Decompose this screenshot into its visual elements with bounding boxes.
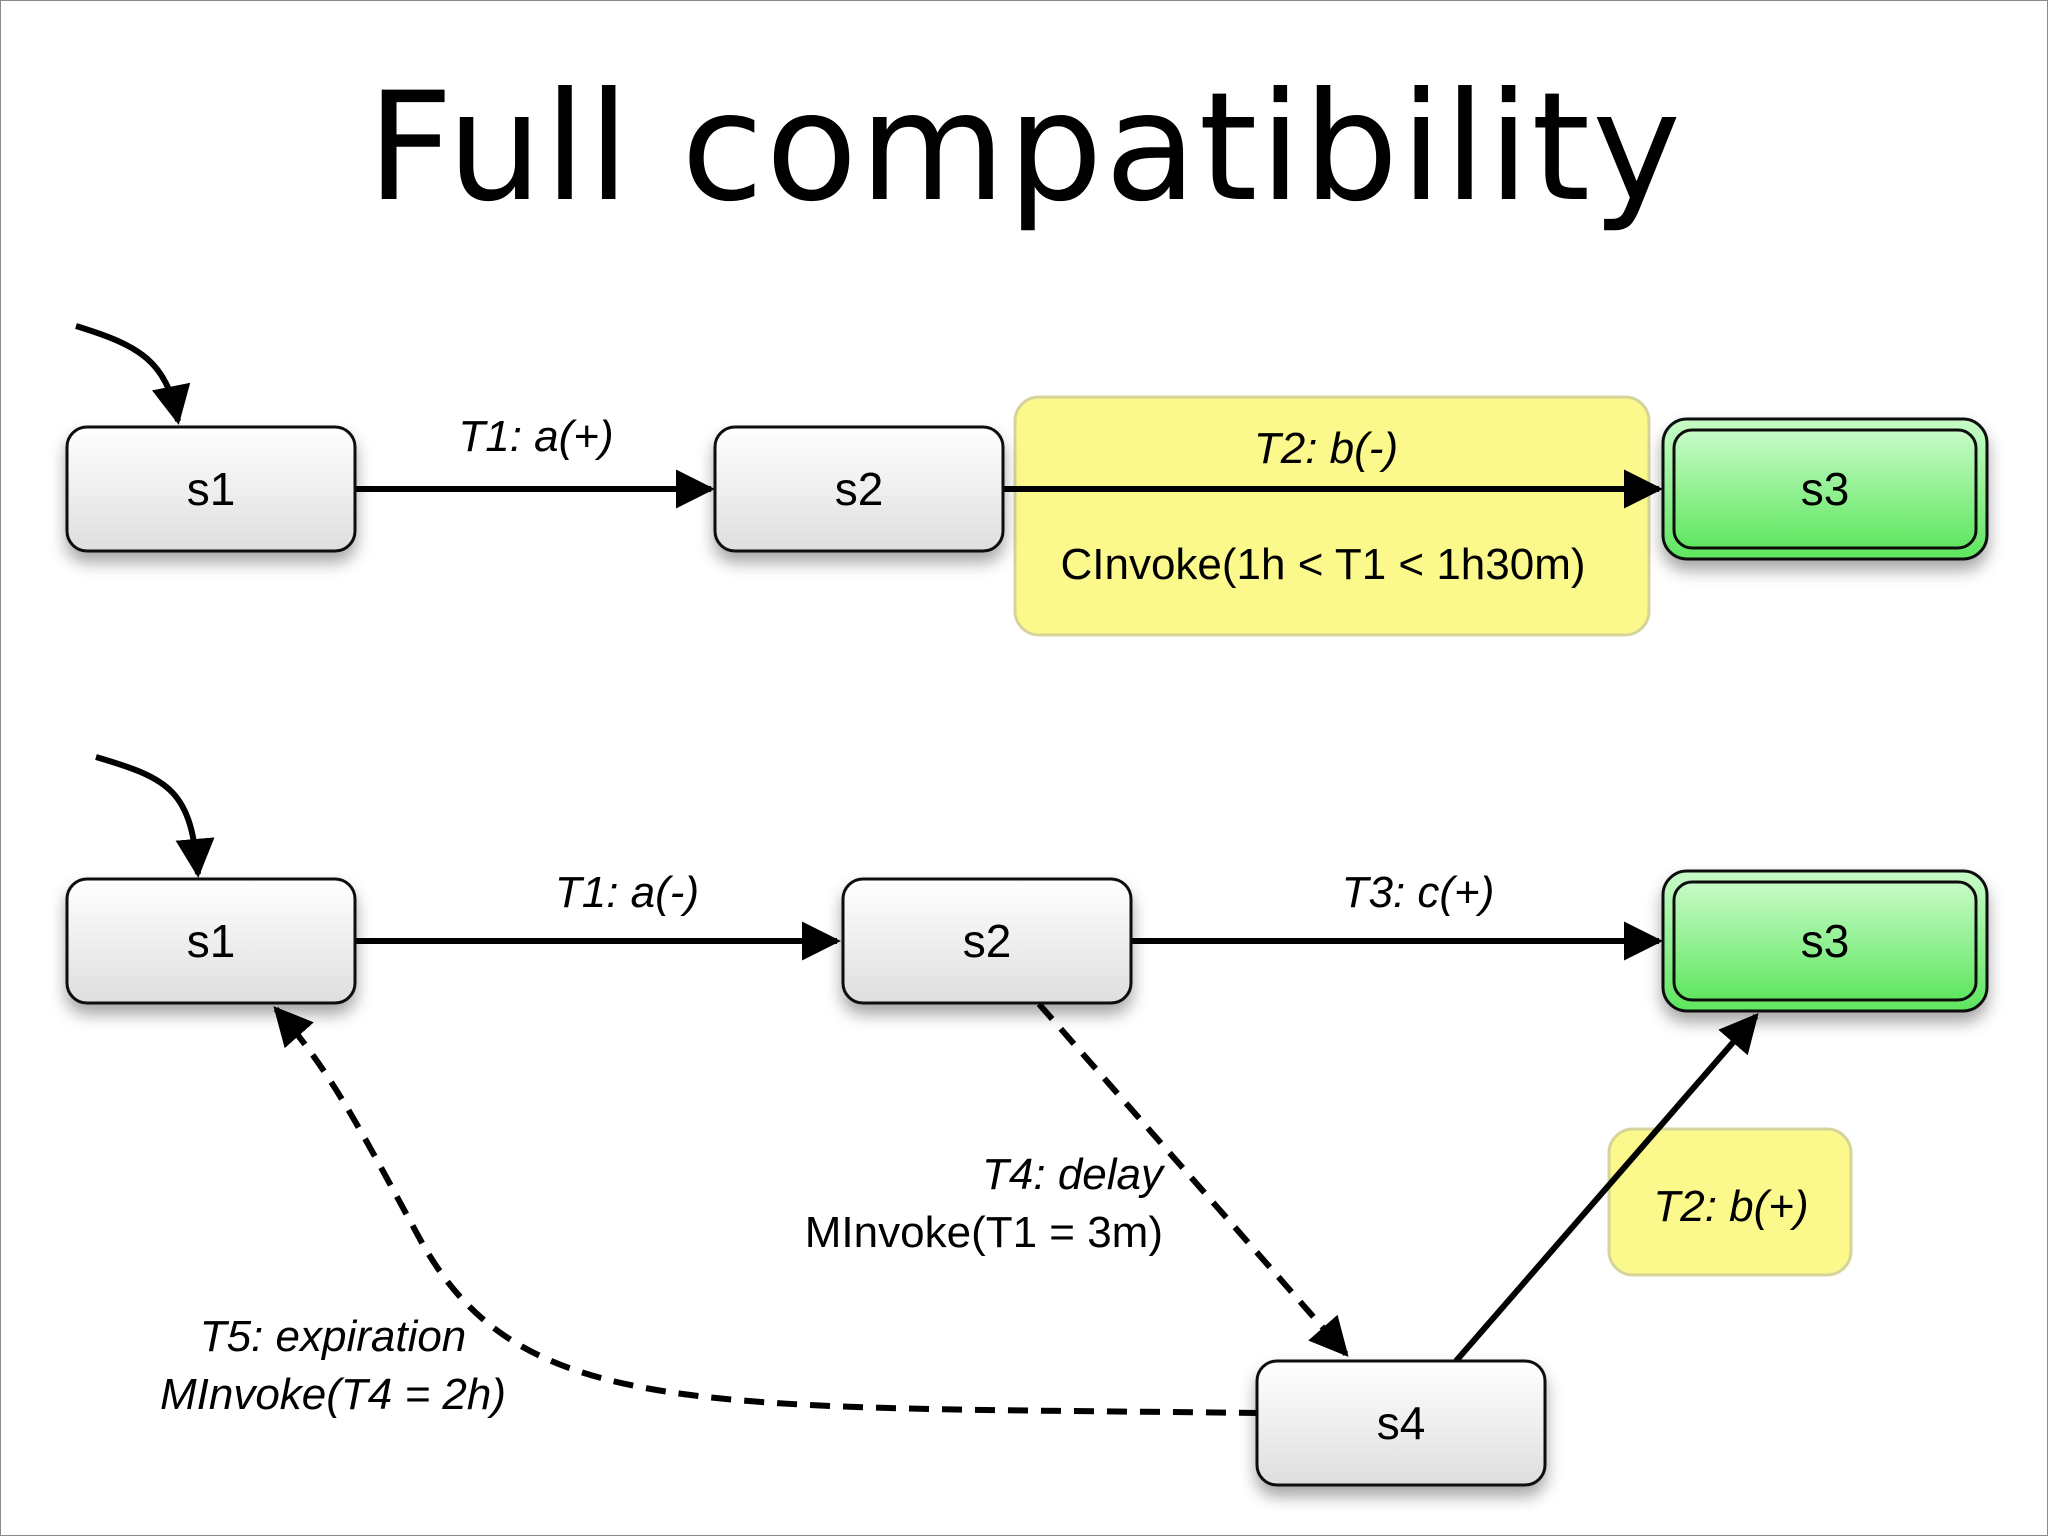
top-state-s1-label: s1 [187, 463, 236, 515]
t2-constraint-note [1013, 395, 1651, 637]
top-label-t2-constraint: CInvoke(1h < T1 < 1h30m) [1060, 540, 1585, 589]
bottom-state-s4: s4 [1255, 1359, 1547, 1487]
top-state-s1: s1 [65, 425, 357, 553]
top-state-s2: s2 [713, 425, 1005, 553]
bottom-label-t2: T2: b(+) [1653, 1182, 1808, 1231]
slide-title: Full compatibility [367, 61, 1683, 235]
top-initial-arrow [75, 323, 191, 425]
bottom-edge-t2 [1453, 1013, 1759, 1363]
bottom-initial-arrow [95, 754, 215, 878]
bottom-label-t5-constraint: MInvoke(T4 = 2h) [160, 1370, 506, 1419]
bottom-edge-t5 [273, 1006, 1260, 1416]
bottom-label-t3: T3: c(+) [1342, 868, 1495, 917]
bottom-state-s2: s2 [841, 877, 1133, 1005]
bottom-label-t4: T4: delay [982, 1150, 1166, 1199]
bottom-state-s1: s1 [65, 877, 357, 1005]
top-state-s3: s3 [1661, 417, 1989, 561]
top-label-t1: T1: a(+) [458, 412, 613, 461]
bottom-state-s2-label: s2 [963, 915, 1012, 967]
bottom-label-t5: T5: expiration [200, 1312, 467, 1361]
bottom-state-s3-label: s3 [1801, 915, 1850, 967]
top-state-s3-label: s3 [1801, 463, 1850, 515]
bottom-state-s3: s3 [1661, 869, 1989, 1013]
bottom-state-s1-label: s1 [187, 915, 236, 967]
bottom-edge-t4 [1036, 1002, 1349, 1357]
top-state-s2-label: s2 [835, 463, 884, 515]
top-label-t2: T2: b(-) [1254, 424, 1398, 473]
t2-note [1607, 1127, 1853, 1277]
bottom-label-t4-constraint: MInvoke(T1 = 3m) [805, 1208, 1163, 1257]
bottom-label-t1: T1: a(-) [555, 868, 699, 917]
bottom-state-s4-label: s4 [1377, 1397, 1426, 1449]
